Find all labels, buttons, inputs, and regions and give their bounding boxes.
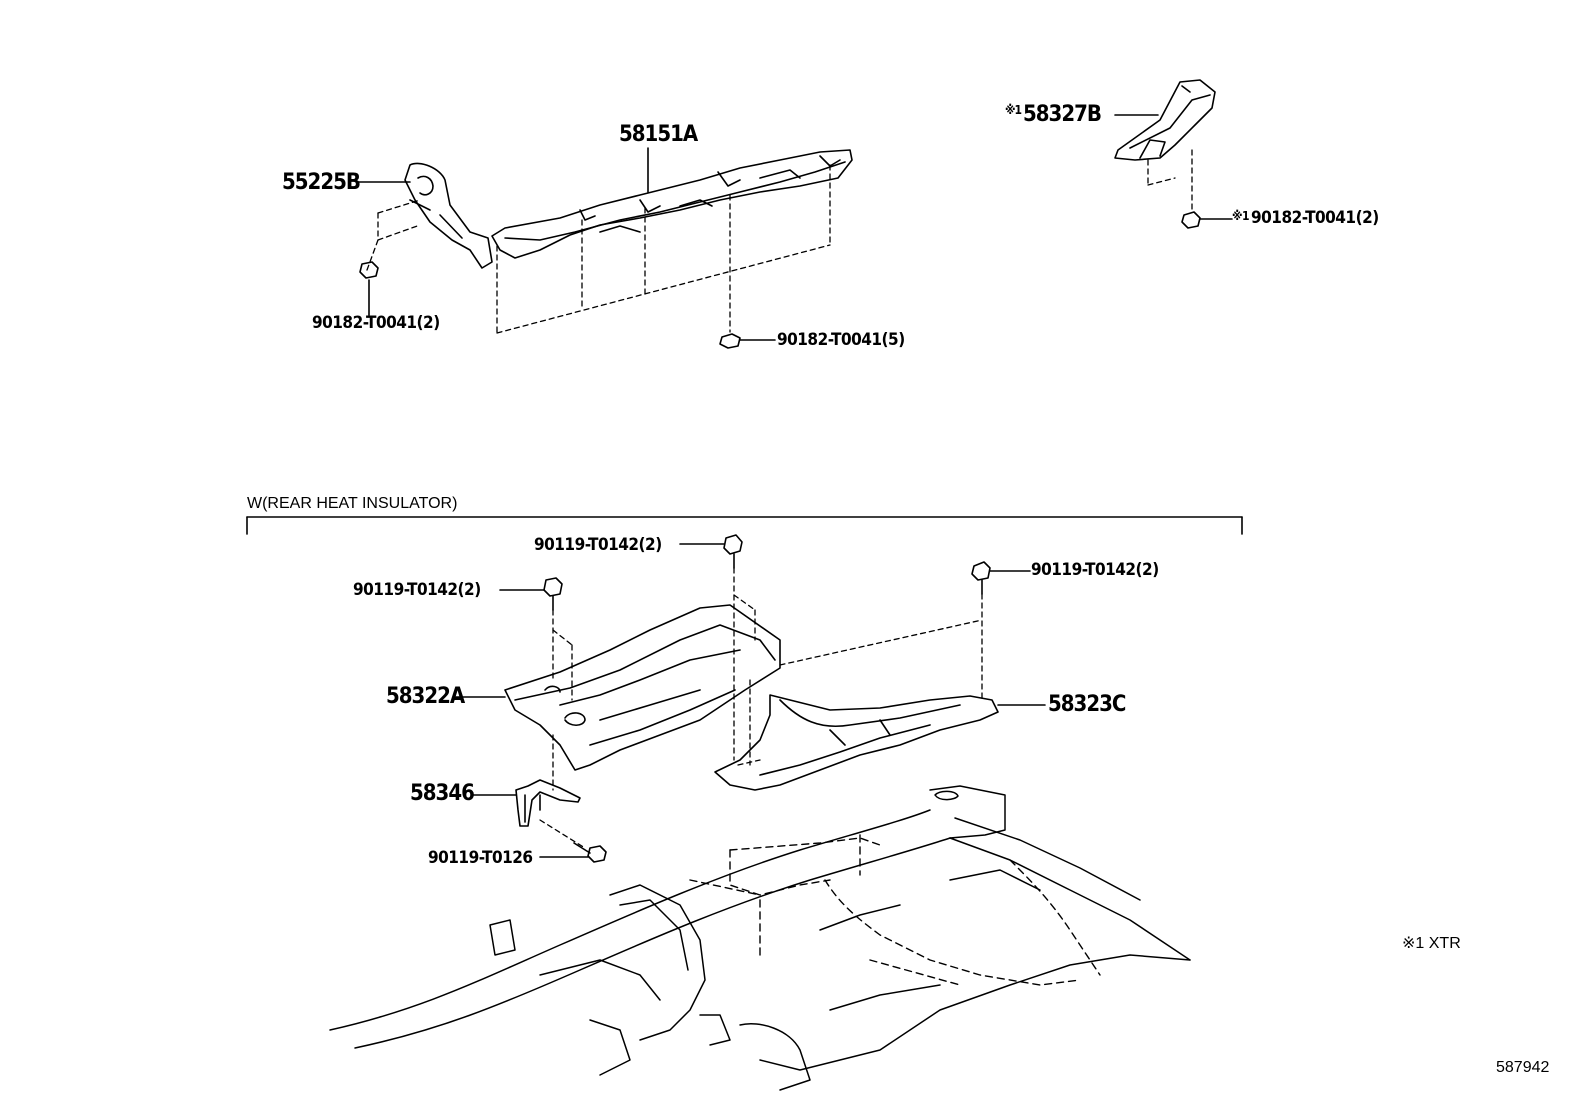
part-58322a-dashes (552, 567, 756, 791)
bolt-shape (971, 561, 1031, 595)
part-label-58327b: ※158327B (1005, 102, 1102, 127)
bolt-shape (679, 534, 743, 569)
fastener-label-90119-t0142-a: 90119-T0142(2) (534, 535, 662, 555)
part-58323c-dashes (737, 593, 983, 766)
ref-mark: ※1 (1005, 103, 1022, 117)
part-label-58346: 58346 (410, 781, 475, 806)
fastener-label-90182-t0041-a: 90182-T0041(2) (312, 313, 440, 333)
footnote: ※1 XTR (1402, 935, 1461, 952)
part-label-58323c: 58323C (1048, 692, 1126, 717)
part-label-58322a: 58322A (386, 684, 465, 709)
bolt-shape (539, 842, 607, 863)
frame-shape (329, 785, 1191, 1091)
part-58327b-dashes (1147, 149, 1193, 211)
bolt-shape (499, 577, 563, 611)
part-label-55225b: 55225B (282, 170, 361, 195)
part-58322a-shape (504, 604, 781, 771)
part-55225b-shape (404, 162, 493, 269)
fastener-label-90119-t0126: 90119-T0126 (428, 848, 533, 868)
fastener-label-90119-t0142-c: 90119-T0142(2) (1031, 560, 1159, 580)
fastener-label-90119-t0142-b: 90119-T0142(2) (353, 580, 481, 600)
section-bracket (246, 516, 1243, 535)
fastener-label-90182-t0041-b: 90182-T0041(5) (777, 330, 905, 350)
diagram-id: 587942 (1496, 1059, 1550, 1076)
nut-shape (359, 261, 379, 316)
part-55225b-dashes (366, 199, 421, 271)
ref-mark: ※1 (1232, 209, 1250, 223)
part-58323c-shape (714, 694, 999, 791)
part-58151a-shape (491, 149, 853, 259)
part-58151a-dashes (496, 164, 831, 334)
nut-shape (719, 333, 776, 349)
part-58327b-shape (1114, 79, 1216, 161)
part-58346-shape (515, 779, 581, 827)
frame-dashes (689, 834, 1101, 986)
nut-shape (1181, 211, 1233, 229)
part-label-58151a: 58151A (619, 122, 698, 147)
section-title: W(REAR HEAT INSULATOR) (247, 495, 458, 512)
